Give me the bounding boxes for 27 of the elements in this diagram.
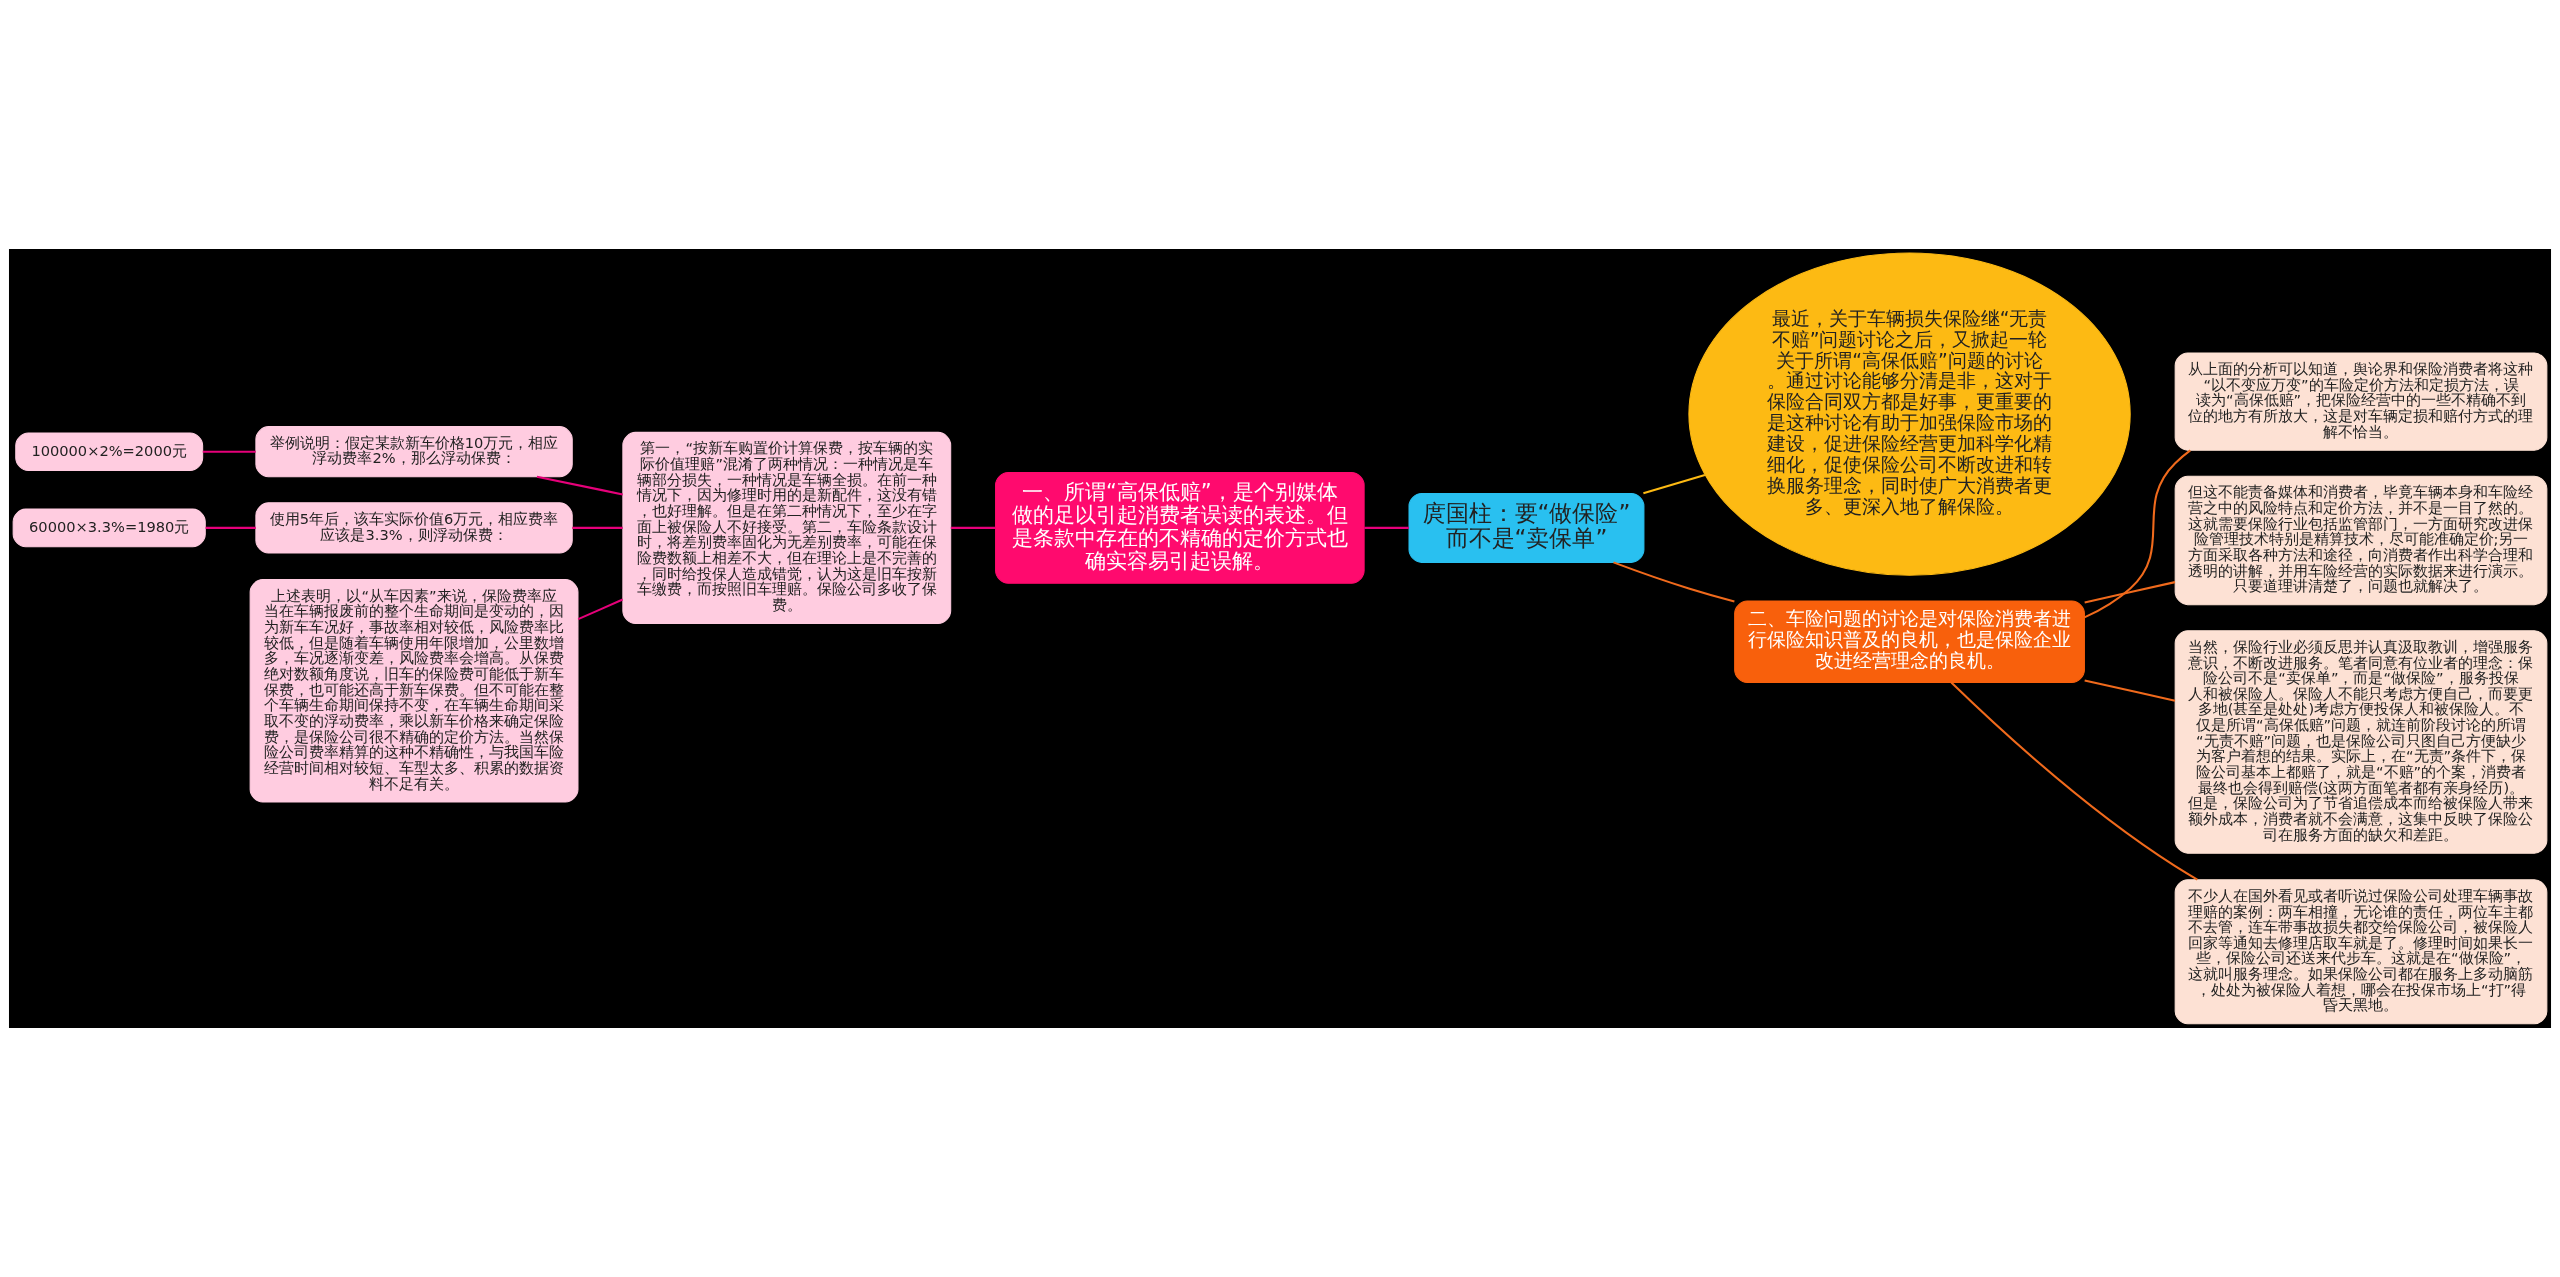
node-box: 第一，“按新车购置价计算保费，按车辆的实际价值理赔”混淆了两种情况：一种情况是车辆部分损失，一种情况是车辆全损。在前一种情况下，因为修理时用的是新配件，这没有错，也好理解。但是在第二种情况下，至少在字面上被保险人不好接受。第二，车险条款设计时，将差别费率固化为无差别费率，可能在保险费数额上相差不大，但在理论上是不完善的，同时给投保人造成错觉，认为这是旧车按新车缴费，而按照旧车理赔。保险公司多收了保费。 <box>622 431 952 624</box>
connector <box>205 526 256 529</box>
node-box: 庹国柱：要“做保险”而不是“卖保单” <box>1408 492 1645 563</box>
node-box: 上述表明，以“从车因素”来说，保险费率应当在车辆报废前的整个生命期间是变动的，因为新车车况好，事故率相对较低，风险费率比较低，但是随着车辆使用年限增加，公里数增多，车况逐渐变差，风险费率会增高。从保费绝对数额角度说，旧车的保险费可能低于新车保费，也可能还高于新车保费。但不可能在整个车辆生命期间保持不变，在车辆生命期间采取不变的浮动费率，乘以新车价格来确定保险费，是保险公司很不精确的定价方法。当然保险公司费率精算的这种不精确性，与我国车险经营时间相对较短、车型太多、积累的数据资料不足有关。 <box>249 579 579 803</box>
connector <box>577 598 624 621</box>
node-box: 不少人在国外看见或者听说过保险公司处理车辆事故理赔的案例：两车相撞，无论谁的责任，两位车主都不去管，连车带事故损失都交给保险公司，被保险人回家等通知去修理店取车就是了。修理时间如果长一些，保险公司还送来代步车。这就是在“做保险”，这就叫服务理念。如果保险公司都在服务上多动脑筋，处处为被保险人着想，哪会在投保市场上“打”得昏天黑地。 <box>2174 879 2548 1025</box>
node-box: 使用5年后，该车实际价值6万元，相应费率应该是3.3%，则浮动保费： <box>255 502 573 554</box>
node-box: 一、所谓“高保低赔”，是个别媒体做的足以引起消费者误读的表述。但是条款中存在的不精确的定价方式也确实容易引起误解。 <box>995 472 1365 584</box>
connector <box>1613 561 1735 603</box>
node-box: 当然，保险行业必须反思并认真汲取教训，增强服务意识，不断改进服务。笔者同意有位业者的理念：保险公司不是“卖保单”，而是“做保险”，服务投保人和被保险人。保险人不能只考虑方便自己，而要更多地(甚至是处处)考虑方便投保人和被保险人。不仅是所谓“高保低赔”问题，就连前阶段讨论的所谓“无责不赔”问题，也是保险公司只图自己方便缺少为客户着想的结果。实际上，在“无责”条件下，保险公司基本上都赔了，就是“不赔”的个案，消费者最终也会得到赔偿(这两方面笔者都有亲身经历)。但是，保险公司为了节省追偿成本而给被保险人带来额外成本，消费者就不会满意，这集中反映了保险公司在服务方面的缺欠和差距。 <box>2174 630 2548 854</box>
connector <box>2084 679 2176 702</box>
connector <box>1643 473 1706 495</box>
connector <box>950 526 996 529</box>
connector <box>2084 581 2176 604</box>
node-box: 但这不能责备媒体和消费者，毕竟车辆本身和车险经营之中的风险特点和定价方法，并不是一目了然的。这就需要保险行业包括监管部门，一方面研究改进保险管理技术特别是精算技术，尽可能准确定价;另一方面采取各种方法和途径，向消费者作出科学合理和透明的讲解，并用车险经营的实际数据来进行演示。只要道理讲清楚了，问题也就解决了。 <box>2174 475 2548 606</box>
connector <box>202 450 256 453</box>
node-box: 举例说明：假定某款新车价格10万元，相应浮动费率2%，那么浮动保费： <box>255 426 573 478</box>
connector <box>536 475 623 496</box>
node-box: 二、车险问题的讨论是对保险消费者进行保险知识普及的良机，也是保险企业改进经营理念的良机。 <box>1734 600 2085 683</box>
connector <box>2084 449 2191 619</box>
node-ellipse: 最近，关于车辆损失保险继“无责不赔”问题讨论之后，又掀起一轮关于所谓“高保低赔”问题的讨论。通过讨论能够分清是非，这对于保险合同双方都是好事，更重要的是这种讨论有助于加强保险市场的建设，促进保险经营更加科学化精细化，促使保险公司不断改进和转换服务理念，同时使广大消费者更多、更深入地了解保险。 <box>1688 252 2131 576</box>
connector <box>1950 681 2198 881</box>
connector <box>572 526 623 529</box>
node-box: 60000×3.3%=1980元 <box>12 508 206 548</box>
connector <box>1364 526 1409 529</box>
node-box: 100000×2%=2000元 <box>15 432 204 471</box>
node-box: 从上面的分析可以知道，舆论界和保险消费者将这种 “以不变应万变”的车险定价方法和定损方法，误读为“高保低赔”，把保险经营中的一些不精确不到位的地方有所放大，这是对车辆定损和赔付方式的理解不恰当。 <box>2174 352 2548 451</box>
